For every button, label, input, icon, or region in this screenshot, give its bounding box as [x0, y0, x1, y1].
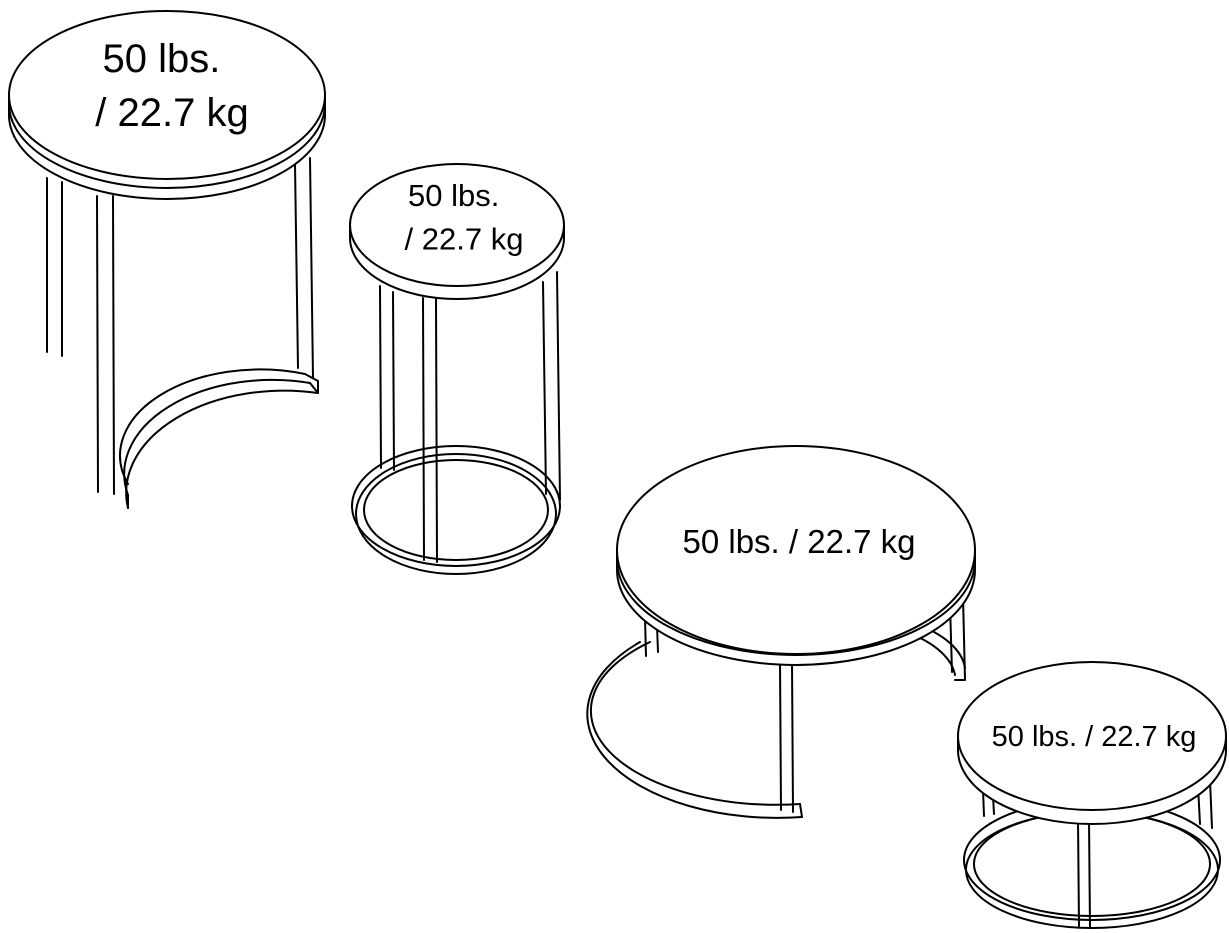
- small-end-table-top: [350, 164, 564, 299]
- small-end-table: 50 lbs. / 22.7 kg: [350, 164, 564, 574]
- small-coffee-table: 50 lbs. / 22.7 kg: [958, 662, 1226, 928]
- large-coffee-table-top: [617, 446, 975, 665]
- small-coffee-table-weight-label: 50 lbs. / 22.7 kg: [992, 721, 1197, 753]
- large-coffee-table-weight-label: 50 lbs. / 22.7 kg: [683, 523, 916, 560]
- large-coffee-table: 50 lbs. / 22.7 kg: [587, 446, 975, 818]
- small-end-table-base-ring: [352, 446, 560, 574]
- large-end-table-base-ring: [120, 369, 318, 508]
- small-coffee-table-top: [958, 662, 1226, 824]
- large-end-table-top: [9, 11, 325, 199]
- small-end-table-legs: [380, 272, 560, 562]
- small-coffee-table-legs: [983, 780, 1212, 928]
- large-end-table-weight-label: 50 lbs. / 22.7 kg: [95, 37, 248, 135]
- large-end-table: 50 lbs. / 22.7 kg: [9, 11, 325, 508]
- small-end-table-weight-label: 50 lbs. / 22.7 kg: [405, 178, 524, 256]
- large-end-table-legs: [47, 158, 313, 494]
